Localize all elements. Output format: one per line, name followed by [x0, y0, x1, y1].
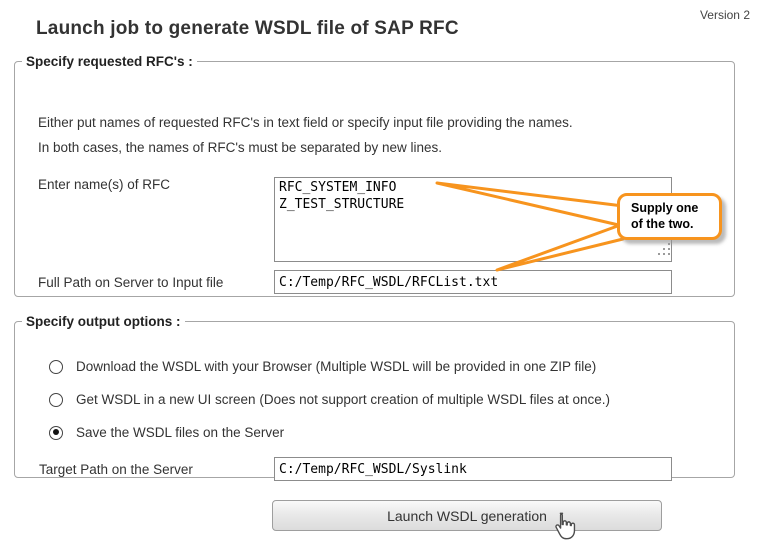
rfc-request-panel: Specify requested RFC's : Either put nam…	[14, 54, 735, 297]
target-path-label: Target Path on the Server	[39, 462, 193, 477]
radio-option-download-browser[interactable]: Download the WSDL with your Browser (Mul…	[49, 359, 596, 374]
supply-callout: Supply one of the two.	[617, 193, 722, 240]
radio-circle-icon[interactable]	[49, 425, 63, 440]
input-file-label: Full Path on Server to Input file	[38, 275, 224, 290]
callout-text-line-2: of the two.	[631, 217, 694, 231]
radio-option-new-ui-screen[interactable]: Get WSDL in a new UI screen (Does not su…	[49, 392, 610, 407]
callout-text-line-1: Supply one	[631, 201, 699, 215]
output-panel-legend: Specify output options :	[26, 314, 181, 329]
instruction-line-2: In both cases, the names of RFC's must b…	[38, 140, 443, 155]
input-file-path-field[interactable]	[274, 270, 672, 294]
version-label: Version 2	[699, 8, 750, 22]
target-path-field[interactable]	[274, 457, 672, 481]
radio-option-label: Get WSDL in a new UI screen (Does not su…	[76, 392, 610, 407]
radio-circle-icon[interactable]	[49, 359, 63, 374]
instruction-line-1: Either put names of requested RFC's in t…	[38, 115, 573, 130]
page-title: Launch job to generate WSDL file of SAP …	[36, 18, 459, 39]
rfc-names-label: Enter name(s) of RFC	[38, 177, 171, 192]
radio-option-label: Save the WSDL files on the Server	[76, 425, 285, 440]
output-options-panel: Specify output options : Download the WS…	[14, 314, 735, 481]
textarea-resize-grip[interactable]	[658, 253, 660, 255]
rfc-panel-legend: Specify requested RFC's :	[26, 54, 193, 69]
launch-wsdl-button[interactable]: Launch WSDL generation	[272, 500, 662, 531]
rfc-names-textarea[interactable]: RFC_SYSTEM_INFO Z_TEST_STRUCTURE	[274, 177, 672, 262]
radio-option-label: Download the WSDL with your Browser (Mul…	[76, 359, 597, 374]
radio-circle-icon[interactable]	[49, 392, 63, 407]
radio-option-save-on-server[interactable]: Save the WSDL files on the Server	[49, 425, 284, 440]
